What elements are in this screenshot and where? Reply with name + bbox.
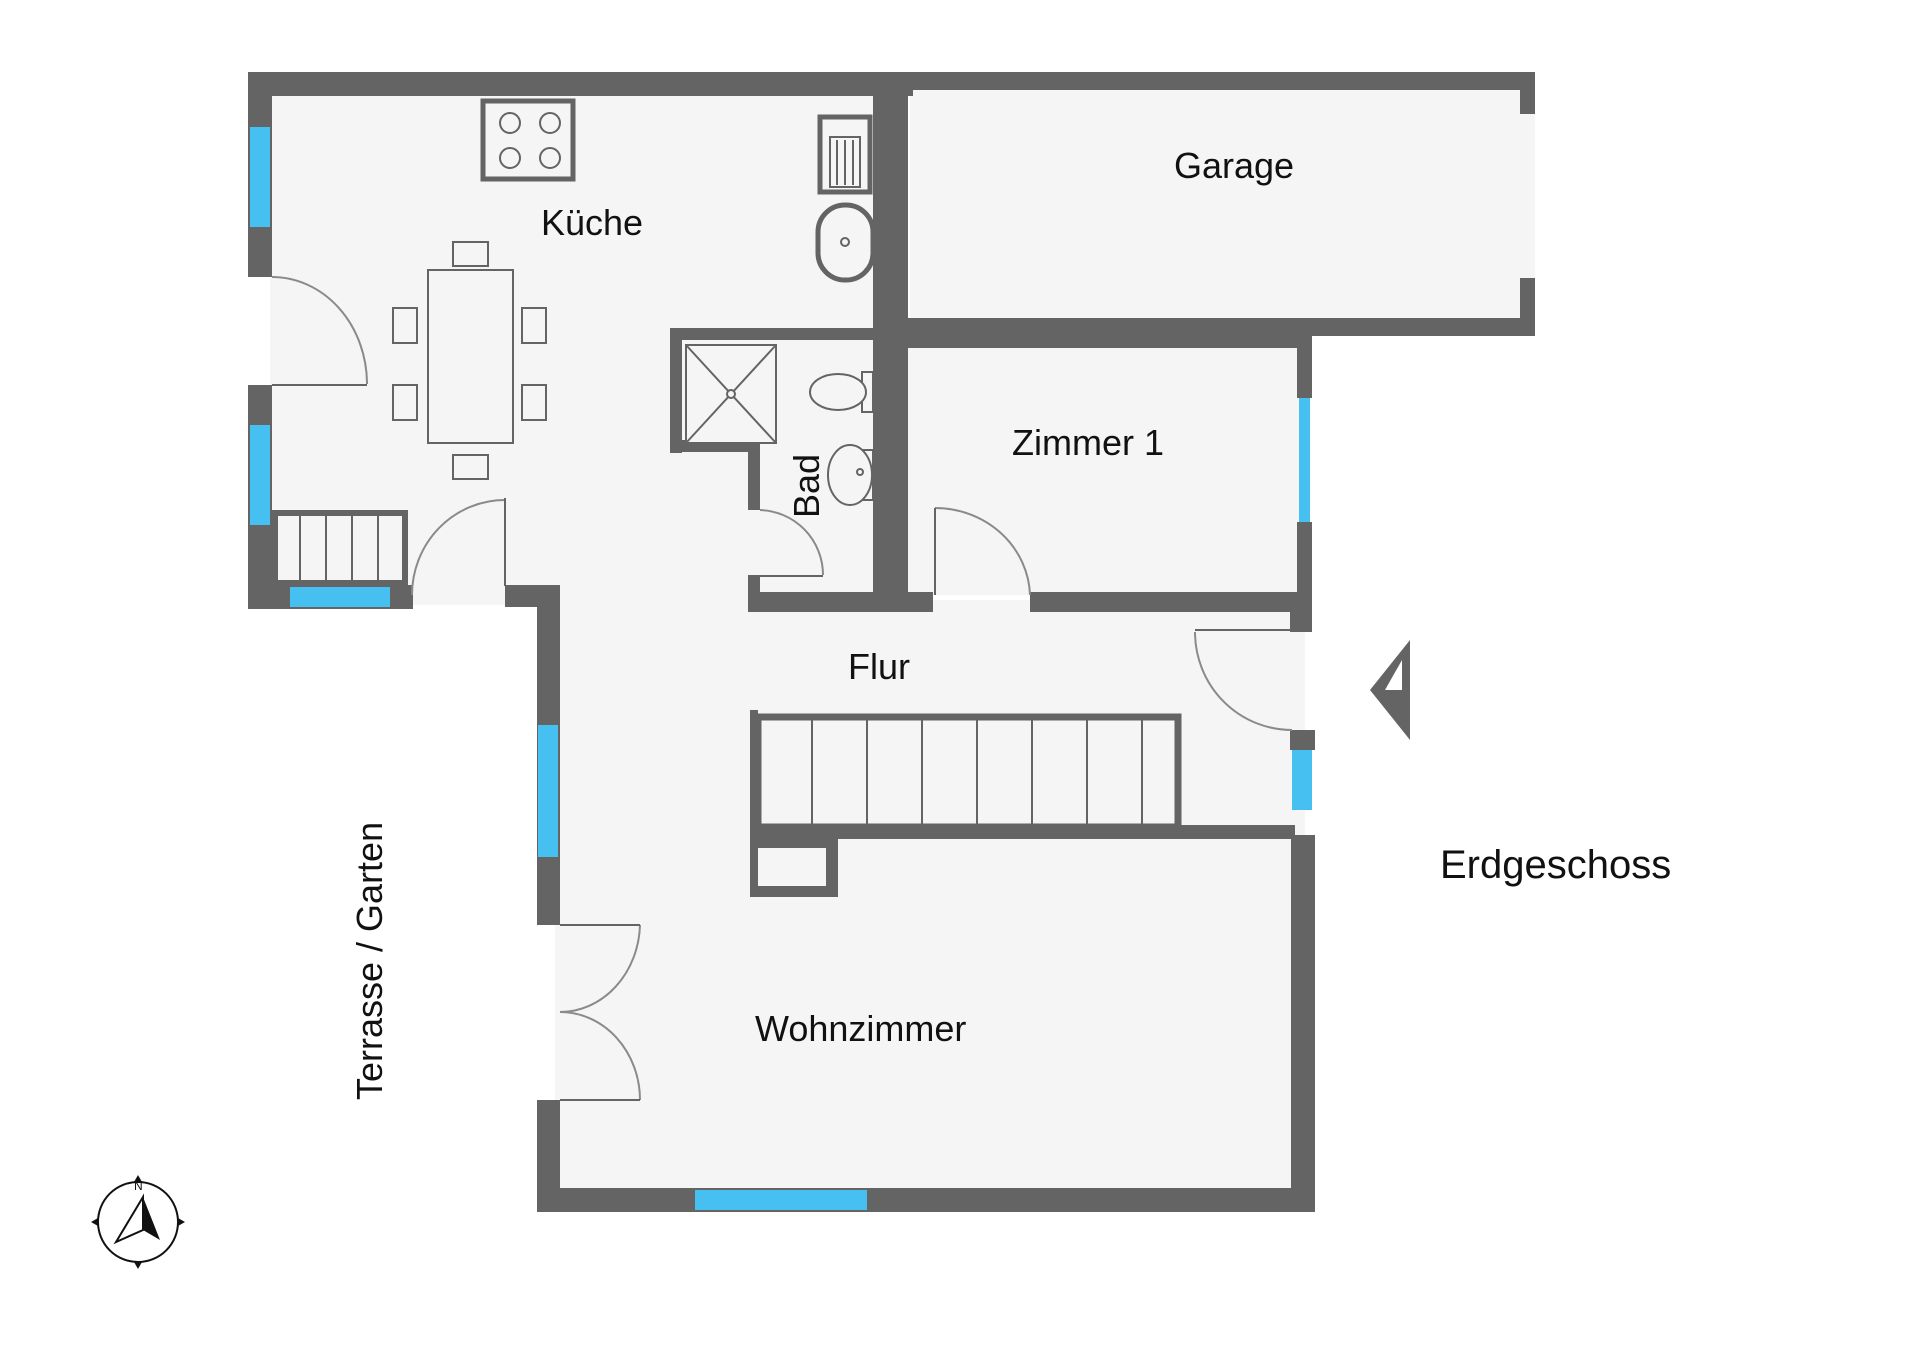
dining-table bbox=[427, 269, 514, 444]
room-label-garage: Garage bbox=[1174, 145, 1294, 186]
floor-zimmer1 bbox=[897, 345, 1307, 595]
shower bbox=[685, 344, 777, 444]
floor-title: Erdgeschoss bbox=[1440, 843, 1671, 887]
storage-box bbox=[758, 848, 826, 886]
wall bbox=[1297, 522, 1312, 612]
window bbox=[250, 127, 270, 227]
dining-set bbox=[392, 241, 547, 480]
room-label-wohnzimmer: Wohnzimmer bbox=[755, 1008, 966, 1049]
chair bbox=[521, 384, 547, 421]
stairs-outline bbox=[754, 713, 1182, 831]
chair bbox=[392, 307, 418, 344]
sink-drain bbox=[840, 237, 850, 247]
window bbox=[1292, 750, 1312, 810]
bath-sink-drain bbox=[856, 468, 864, 476]
wall bbox=[905, 318, 1535, 336]
stove-burner bbox=[539, 112, 561, 134]
wall bbox=[248, 72, 913, 96]
window bbox=[250, 425, 270, 525]
door-swing bbox=[559, 1011, 641, 1101]
compass-tick-n bbox=[134, 1175, 142, 1182]
door-swing bbox=[559, 924, 641, 1013]
door-swing bbox=[411, 499, 506, 596]
wall bbox=[537, 1188, 1315, 1212]
chair bbox=[452, 454, 489, 480]
doors bbox=[271, 276, 1293, 1101]
kitchen-sink bbox=[815, 114, 876, 283]
wall bbox=[1290, 612, 1312, 632]
shower-drain bbox=[726, 389, 736, 399]
wall bbox=[1030, 592, 1312, 612]
toilet-bowl bbox=[809, 373, 867, 411]
floor-garage bbox=[910, 88, 1535, 320]
compass-tick-w bbox=[91, 1218, 98, 1226]
window bbox=[695, 1190, 867, 1210]
bath-sink bbox=[827, 444, 874, 506]
stairs-outline bbox=[272, 510, 408, 586]
room-label-zimmer1: Zimmer 1 bbox=[1012, 422, 1164, 463]
window bbox=[1299, 398, 1310, 522]
stove-body bbox=[480, 98, 576, 182]
windows bbox=[250, 127, 1312, 1210]
stove bbox=[480, 98, 576, 182]
room-label-kueche: Küche bbox=[541, 202, 643, 243]
stairs-kitchen bbox=[272, 510, 408, 586]
room-label-flur: Flur bbox=[848, 646, 910, 687]
entrance-marker bbox=[1370, 640, 1410, 740]
wall bbox=[905, 72, 1535, 90]
outside-label: Terrasse / Garten bbox=[349, 822, 390, 1100]
toilet bbox=[809, 371, 874, 413]
stairs-main bbox=[754, 713, 1182, 831]
door-swing bbox=[271, 276, 368, 385]
wall bbox=[748, 440, 760, 510]
door-swing bbox=[934, 507, 1031, 596]
door-swing bbox=[1194, 631, 1293, 731]
compass-needle-dark bbox=[143, 1197, 160, 1240]
wall bbox=[1290, 730, 1312, 750]
stove-burner bbox=[499, 112, 521, 134]
chair bbox=[392, 384, 418, 421]
wall bbox=[670, 328, 880, 340]
room-label-bad: Bad bbox=[786, 454, 827, 518]
compass-label: N bbox=[134, 1179, 143, 1193]
window bbox=[538, 725, 558, 857]
window bbox=[290, 587, 390, 607]
wall bbox=[1520, 72, 1535, 114]
wall bbox=[670, 328, 682, 453]
chair bbox=[452, 241, 489, 267]
wall bbox=[748, 592, 933, 612]
bath-sink-basin bbox=[827, 444, 873, 506]
wall bbox=[537, 1100, 560, 1210]
wall bbox=[750, 710, 758, 835]
wall bbox=[1291, 835, 1315, 1212]
compass-tick-s bbox=[134, 1262, 142, 1269]
floor-hall-left bbox=[555, 585, 755, 845]
wall bbox=[880, 336, 1310, 348]
chair bbox=[521, 307, 547, 344]
door-swing bbox=[759, 509, 824, 576]
stove-burner bbox=[539, 147, 561, 169]
entrance-arrow-inner bbox=[1385, 660, 1402, 690]
compass: N bbox=[91, 1175, 185, 1269]
wall bbox=[880, 336, 898, 606]
stove-burner bbox=[499, 147, 521, 169]
compass-tick-e bbox=[178, 1218, 185, 1226]
floor-wohnzimmer bbox=[555, 835, 1295, 1190]
wall bbox=[1297, 336, 1312, 398]
